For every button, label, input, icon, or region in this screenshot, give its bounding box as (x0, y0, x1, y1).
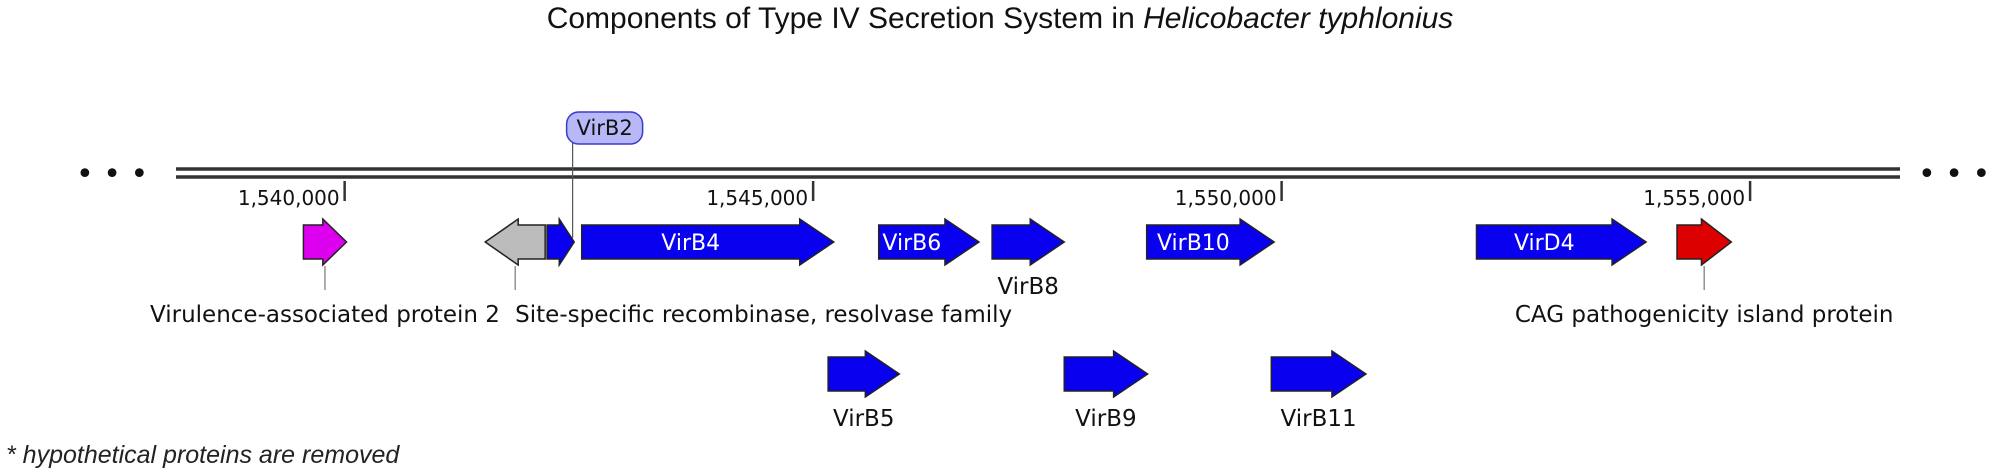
gene-arrow-virb4 (580, 217, 836, 267)
continuation-right: • • • (1918, 157, 1990, 192)
gene-label-virb11: VirB11 (1281, 406, 1357, 432)
title-prefix: Components of Type IV Secretion System i… (547, 2, 1143, 35)
annotation-virulence2: Virulence-associated protein 2 (150, 302, 500, 328)
continuation-left: • • • (76, 157, 148, 192)
gene-arrow-recombinase (483, 217, 546, 267)
gene-arrow-virulence2 (302, 217, 348, 267)
gene-arrow-virb9 (1063, 349, 1149, 399)
gene-label-virb4: VirB4 (661, 231, 720, 256)
gene-arrow-virb6 (877, 217, 981, 267)
annotation-recombinase: Site-specific recombinase, resolvase fam… (515, 302, 1012, 328)
axis-tick-label: 1,550,000 (1175, 186, 1277, 210)
gene-arrow-vird4 (1475, 217, 1648, 267)
axis-tick-label: 1,555,000 (1643, 186, 1745, 210)
annotation-cag: CAG pathogenicity island protein (1515, 302, 1894, 328)
chart-title: Components of Type IV Secretion System i… (547, 2, 1454, 35)
callout-box-virb2 (565, 111, 644, 145)
gene-arrow-cag (1676, 217, 1733, 267)
axis-tick-label: 1,540,000 (238, 186, 340, 210)
gene-label-virb8: VirB8 (997, 274, 1059, 300)
gene-label-virb5: VirB5 (833, 406, 895, 432)
gene-arrow-virb2 (546, 216, 576, 268)
gene-arrow-virb10 (1145, 217, 1276, 267)
callout-label-virb2: VirB2 (577, 116, 633, 140)
gene-label-vird4: VirD4 (1514, 231, 1575, 256)
genome-axis: • • • • • • 1,540,000 1,545,000 1,550,000 1,5… (76, 157, 1990, 210)
gene-arrow-virb11 (1270, 349, 1368, 399)
gene-arrow-virb5 (827, 349, 901, 399)
gene-label-virb10: VirB10 (1157, 231, 1230, 256)
axis-tick-label: 1,545,000 (706, 186, 808, 210)
gene-arrow-virb8 (991, 217, 1066, 267)
gene-label-virb9: VirB9 (1075, 406, 1137, 432)
footnote: * hypothetical proteins are removed (6, 441, 400, 469)
gene-track (302, 216, 1733, 399)
title-organism: Helicobacter typhlonius (1143, 2, 1453, 35)
gene-label-virb6: VirB6 (882, 231, 941, 256)
